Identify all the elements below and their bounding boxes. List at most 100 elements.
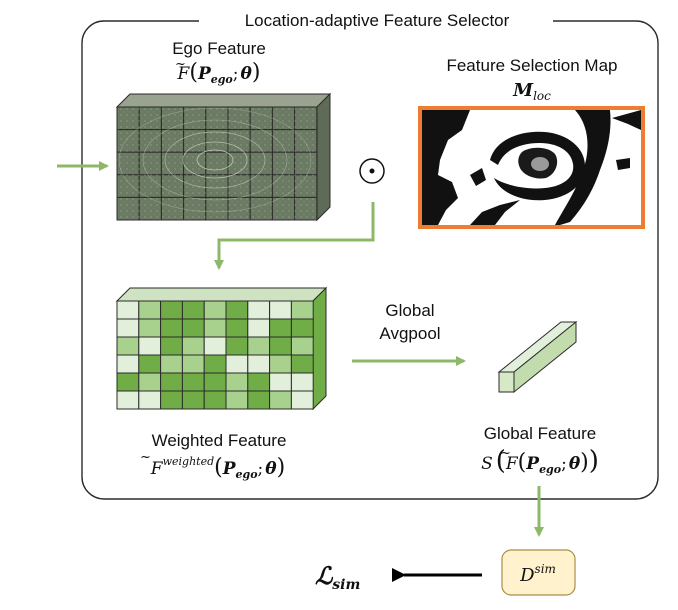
weighted-grid-cell <box>290 300 314 320</box>
weighted-feature-formula: Fweighted(Pego;θ) <box>150 455 285 481</box>
weighted-grid-cell <box>138 354 162 374</box>
ego-volume-top <box>115 93 332 108</box>
weighted-grid-cell <box>290 354 314 374</box>
weighted-grid-cell <box>247 354 271 374</box>
selection-map-image <box>418 106 645 229</box>
bar-front <box>498 371 515 393</box>
weighted-grid-cell <box>160 390 183 410</box>
pooling-label-line1: Global <box>385 301 434 320</box>
map-blob <box>616 158 630 170</box>
weighted-grid-cell <box>247 300 271 320</box>
hadamard-operator-dot <box>369 168 375 174</box>
weighted-grid-cell <box>160 336 183 356</box>
weighted-grid-cell <box>138 390 162 410</box>
weighted-grid-cell <box>247 390 271 410</box>
map-blob <box>470 168 486 186</box>
weighted-grid-cell <box>203 390 227 410</box>
pooling-label-line2: Avgpool <box>379 324 440 343</box>
map-blob <box>555 110 611 225</box>
weighted-grid-cell <box>116 390 140 410</box>
weighted-grid-cell <box>247 372 271 392</box>
weighted-grid-cell <box>160 318 183 338</box>
multiply-output-arrow <box>214 202 375 270</box>
weighted-grid-cell <box>225 354 249 374</box>
global-tilde: ~ <box>500 446 511 461</box>
weighted-grid-cell <box>181 390 205 410</box>
discriminator-label: Dsim <box>519 562 556 586</box>
weighted-grid-cell <box>160 354 183 374</box>
weighted-grid-cell <box>225 390 249 410</box>
lidar-ring <box>196 149 234 171</box>
weighted-grid-cell <box>181 300 205 320</box>
weighted-feature-label: Weighted Feature <box>152 431 287 450</box>
container-title-bg <box>199 8 553 32</box>
weighted-volume-top <box>115 287 328 302</box>
ego-tilde: ~ <box>175 57 186 72</box>
weighted-grid-cell <box>203 354 227 374</box>
lidar-ring <box>118 107 312 213</box>
weighted-grid-cell <box>203 318 227 338</box>
weighted-grid-cell <box>269 390 292 410</box>
weighted-grid-cell <box>290 390 314 410</box>
weighted-grid-cell <box>160 300 183 320</box>
weighted-grid-cell <box>269 300 292 320</box>
selection-map-formula: Mloc <box>512 80 551 103</box>
container-title: Location-adaptive Feature Selector <box>245 11 510 30</box>
weighted-grid-cell <box>225 372 249 392</box>
ego-volume-side <box>316 92 331 222</box>
weighted-feature-volume <box>115 286 328 411</box>
weighted-grid-cell <box>181 354 205 374</box>
weighted-tilde: ~ <box>140 450 151 465</box>
ego-feature-formula: F(Pego;θ) <box>177 60 261 86</box>
weighted-grid-cell <box>203 372 227 392</box>
weighted-grid-cell <box>160 372 183 392</box>
weighted-grid-cell <box>269 354 292 374</box>
weighted-grid-cell <box>116 354 140 374</box>
weighted-grid-cell <box>138 318 162 338</box>
hadamard-operator-circle <box>359 158 385 184</box>
global-feature-bar <box>497 320 578 394</box>
weighted-grid-cell <box>269 318 292 338</box>
weighted-grid-cell <box>181 372 205 392</box>
weighted-grid-cell <box>290 372 314 392</box>
weighted-grid-cell <box>269 372 292 392</box>
weighted-grid-cell <box>225 318 249 338</box>
global-feature-label: Global Feature <box>484 424 596 443</box>
map-blob <box>470 200 520 225</box>
global-feature-formula: S(F(Pego;θ)) <box>481 446 599 476</box>
weighted-feature-grid <box>116 300 314 410</box>
weighted-grid-cell <box>247 336 271 356</box>
weighted-grid-cell <box>116 372 140 392</box>
weighted-grid-cell <box>138 372 162 392</box>
weighted-grid-cell <box>269 336 292 356</box>
weighted-grid-cell <box>116 318 140 338</box>
weighted-grid-cell <box>290 318 314 338</box>
weighted-grid-cell <box>290 336 314 356</box>
weighted-grid-cell <box>247 318 271 338</box>
lidar-ring <box>182 141 248 179</box>
weighted-grid-cell <box>116 300 140 320</box>
weighted-grid-cell <box>116 336 140 356</box>
map-blob <box>612 110 641 130</box>
map-blob <box>422 110 470 225</box>
weighted-grid-cell <box>138 336 162 356</box>
ego-feature-grid <box>116 106 318 221</box>
weighted-grid-cell <box>225 336 249 356</box>
weighted-grid-cell <box>181 318 205 338</box>
selection-map-label: Feature Selection Map <box>446 56 617 75</box>
loss-label: ℒsim <box>315 561 360 593</box>
ego-feature-volume <box>115 92 332 222</box>
ego-grid-texture <box>117 107 317 220</box>
lidar-ring <box>142 119 288 201</box>
ego-feature-label: Ego Feature <box>172 39 266 58</box>
discriminator-box <box>501 549 576 596</box>
weighted-grid-cell <box>203 336 227 356</box>
weighted-grid-cell <box>225 300 249 320</box>
weighted-volume-side <box>312 286 327 411</box>
weighted-grid-cell <box>203 300 227 320</box>
weighted-grid-cell <box>138 300 162 320</box>
weighted-grid-cell <box>181 336 205 356</box>
bar-side <box>513 320 577 394</box>
map-spot <box>531 157 549 171</box>
